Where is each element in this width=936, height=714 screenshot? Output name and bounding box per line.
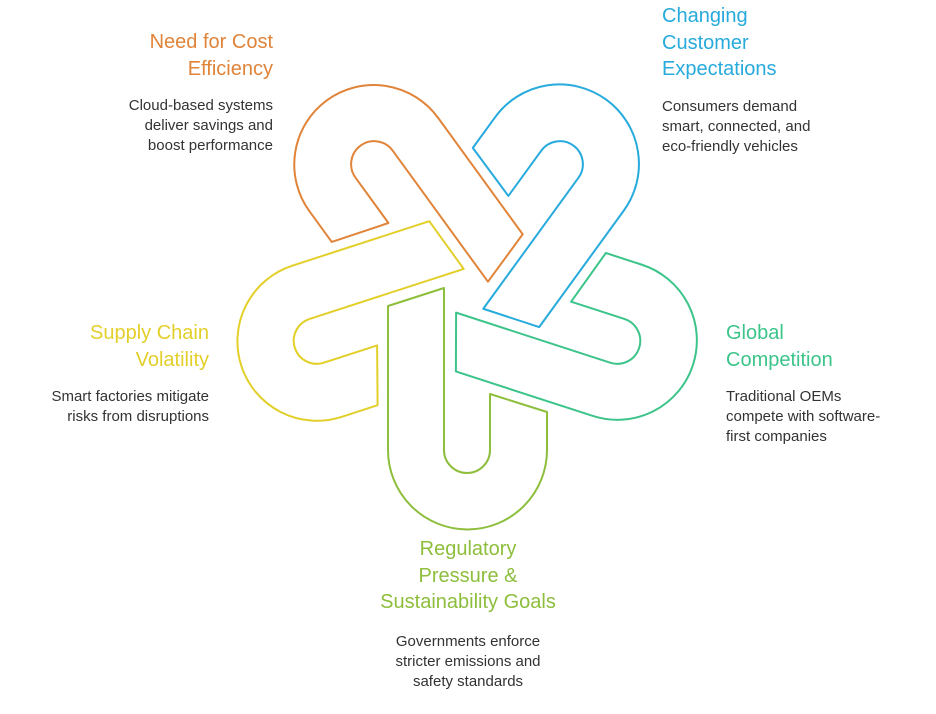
item-title: Need for Cost Efficiency [129, 29, 273, 82]
desc-line: risks from disruptions [67, 408, 209, 425]
item-desc: Smart factories mitigate risks from disr… [51, 387, 209, 427]
item-title: Supply Chain Volatility [51, 320, 209, 373]
item-title: Changing Customer Expectations [662, 3, 810, 83]
link-customer [398, 51, 672, 343]
item-competition: Global Competition Traditional OEMs comp… [726, 320, 880, 447]
desc-line: boost performance [147, 137, 273, 154]
desc-line: Smart factories mitigate [51, 388, 209, 405]
link-supply [215, 214, 497, 443]
desc-line: compete with software- [726, 408, 881, 425]
title-line: Supply Chain [90, 322, 209, 344]
desc-line: Consumers demand [662, 97, 798, 115]
desc-line: Cloud-based systems [128, 97, 273, 114]
title-line: Regulatory [419, 538, 517, 560]
item-regulatory: Regulatory Pressure & Sustainability Goa… [318, 536, 618, 692]
desc-line: Traditional OEMs [726, 388, 842, 405]
desc-line: safety standards [412, 672, 524, 690]
title-line: Volatility [135, 348, 209, 371]
link-cost [261, 52, 535, 344]
desc-line: Governments enforce [395, 632, 541, 650]
title-line: Changing [662, 5, 748, 27]
item-customer: Changing Customer Expectations Consumers… [662, 3, 810, 157]
desc-line: smart, connected, and [662, 117, 811, 135]
link-competition [437, 213, 719, 442]
item-title: Regulatory Pressure & Sustainability Goa… [318, 536, 618, 616]
title-line: Global [726, 322, 784, 344]
desc-line: first companies [726, 428, 827, 445]
link-regulatory [387, 287, 548, 531]
desc-line: deliver savings and [144, 117, 273, 134]
title-line: Efficiency [187, 57, 273, 80]
title-line: Customer [662, 31, 749, 54]
item-desc: Governments enforce stricter emissions a… [318, 632, 618, 692]
item-title: Global Competition [726, 320, 880, 373]
item-desc: Consumers demand smart, connected, and e… [662, 97, 810, 157]
item-cost: Need for Cost Efficiency Cloud-based sys… [129, 29, 273, 156]
item-desc: Traditional OEMs compete with software- … [726, 387, 880, 447]
title-line: Pressure & [418, 564, 518, 587]
item-desc: Cloud-based systems deliver savings and … [129, 96, 273, 156]
title-line: Competition [726, 348, 833, 371]
item-supply: Supply Chain Volatility Smart factories … [51, 320, 209, 427]
desc-line: stricter emissions and [395, 652, 541, 670]
title-line: Sustainability Goals [380, 591, 556, 613]
title-line: Expectations [662, 58, 777, 80]
desc-line: eco-friendly vehicles [662, 137, 798, 155]
title-line: Need for Cost [149, 31, 273, 53]
